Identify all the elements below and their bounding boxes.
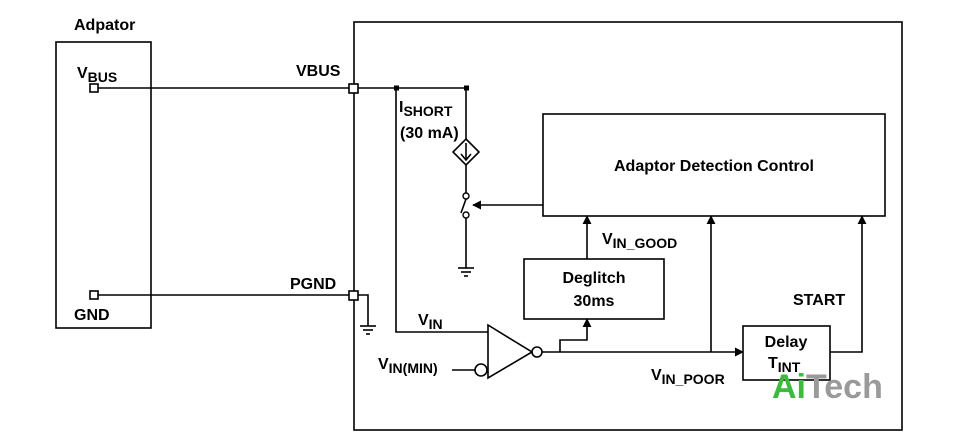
adaptor-vbus-pin: [89, 83, 99, 93]
comparator-output-bubble: [531, 346, 543, 358]
deglitch-label: Deglitch: [562, 270, 625, 287]
pgnd-ground-wire: [358, 294, 369, 326]
adaptor-gnd-pin: [89, 290, 99, 300]
adaptor-title: Adpator: [74, 17, 135, 34]
pgnd-pin: [348, 290, 359, 301]
delay-time-label: TINT: [768, 355, 801, 375]
adaptor-vbus-label: VBUS: [77, 65, 117, 85]
vin-good-label: VIN_GOOD: [602, 231, 677, 251]
comparator-icon: [487, 323, 534, 380]
vin-min-label: VIN(MIN): [378, 356, 438, 376]
deglitch-time: 30ms: [574, 293, 615, 310]
vbus-pin: [348, 83, 359, 94]
vin-min-input-bubble: [474, 363, 488, 377]
deglitch-input-arrow: [559, 318, 592, 352]
pgnd-ground-icon: [360, 325, 376, 335]
delay-label: Delay: [765, 334, 808, 351]
vin-wire: [395, 88, 488, 333]
start-label: START: [793, 292, 845, 309]
delay-block: [742, 325, 831, 381]
ishort-label: ISHORT: [399, 99, 453, 119]
adaptor-detection-control-label: Adaptor Detection Control: [614, 158, 814, 175]
vin-poor-label: VIN_POOR: [651, 367, 725, 387]
adaptor-box: [55, 41, 152, 329]
vin-label: VIN: [418, 312, 443, 332]
vbus-label: VBUS: [296, 63, 341, 80]
adaptor-detection-control-block: [542, 113, 886, 217]
deglitch-block: [523, 258, 665, 320]
start-arrow: [830, 215, 867, 353]
ishort-value: (30 mA): [400, 125, 459, 142]
aitech-watermark: AiTech: [772, 368, 883, 406]
adaptor-gnd-label: GND: [74, 307, 110, 324]
pgnd-label: PGND: [290, 276, 336, 293]
switch-icon: [460, 192, 470, 219]
switch-ground-icon: [458, 267, 474, 277]
